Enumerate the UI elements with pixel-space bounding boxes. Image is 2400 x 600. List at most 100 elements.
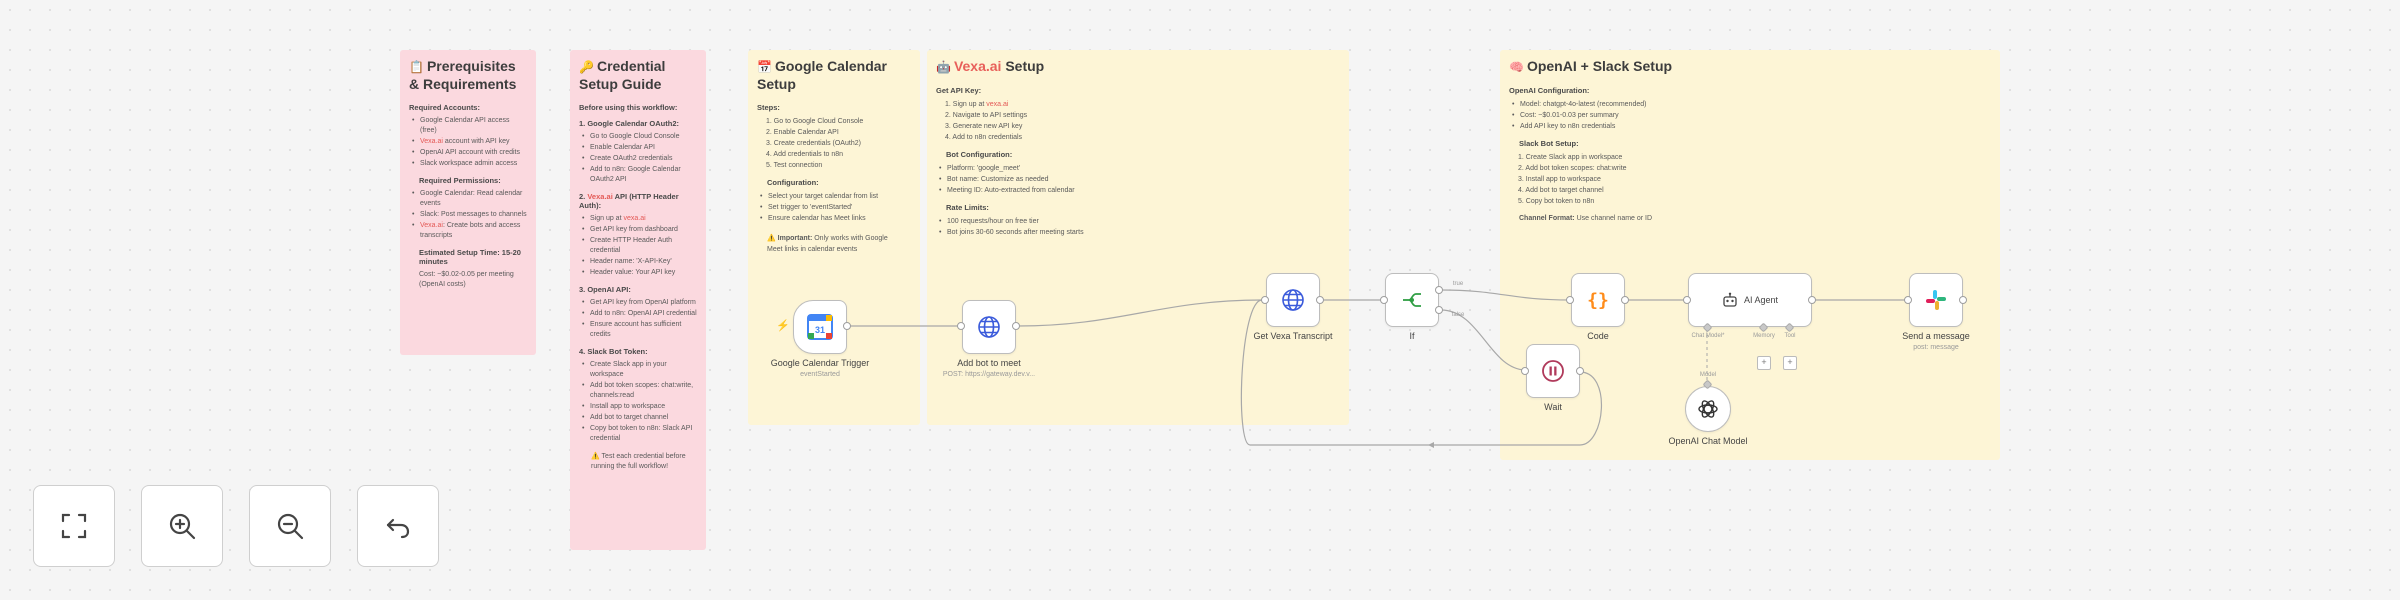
google-calendar-icon: 31: [807, 314, 833, 340]
input-handle[interactable]: [957, 322, 965, 330]
note-title: 🤖Vexa.ai Setup: [936, 58, 1045, 74]
output-handle[interactable]: [843, 322, 851, 330]
node-code[interactable]: {}: [1571, 273, 1625, 327]
input-handle[interactable]: [1683, 296, 1691, 304]
list-item: Add to n8n: OpenAI API credential: [579, 309, 697, 319]
node-if[interactable]: [1385, 273, 1439, 327]
svg-text:31: 31: [815, 325, 825, 335]
list-item: 1. Go to Google Cloud Console: [766, 118, 864, 125]
section-heading: OpenAI Configuration:: [1509, 85, 1590, 95]
node-openai-chat-model[interactable]: [1685, 386, 1731, 432]
list-item: Install app to workspace: [579, 402, 697, 412]
list-item: Enable Calendar API: [579, 143, 697, 153]
add-memory-button[interactable]: +: [1757, 356, 1771, 370]
list-item: Get API key from OpenAI platform: [579, 298, 697, 308]
warning-icon: ⚠️: [591, 453, 600, 460]
globe-icon: [1282, 289, 1304, 311]
list-item: Go to Google Cloud Console: [579, 132, 697, 142]
list-item: Ensure calendar has Meet links: [757, 213, 911, 224]
node-label: Send a message: [1902, 331, 1970, 341]
section-heading: Before using this workflow:: [579, 103, 678, 112]
node-wait[interactable]: [1526, 344, 1580, 398]
list-item: Ensure account has sufficient credits: [579, 320, 697, 340]
input-handle[interactable]: [1566, 296, 1574, 304]
input-handle[interactable]: [1261, 296, 1269, 304]
robot-icon: [1723, 292, 1737, 307]
output-handle[interactable]: [1959, 296, 1967, 304]
node-add-bot-to-meet[interactable]: [962, 300, 1016, 354]
connection-if-true-code: [1440, 289, 1571, 301]
output-handle-false[interactable]: [1435, 306, 1443, 314]
node-label: If: [1409, 331, 1415, 341]
list-item: Sign up at vexa.ai: [579, 214, 697, 224]
list-item: 1. Sign up at vexa.ai: [945, 100, 1009, 108]
list-item: Select your target calendar from list: [757, 191, 911, 202]
node-google-calendar-trigger[interactable]: 31: [793, 300, 847, 354]
list-item: 3. Generate new API key: [945, 122, 1023, 130]
list-item: 2. Navigate to API settings: [945, 111, 1028, 119]
port-label: Chat Model*: [1691, 333, 1725, 339]
output-handle[interactable]: [1621, 296, 1629, 304]
section-heading: 2. Vexa.ai API (HTTP Header Auth):: [579, 192, 679, 210]
connection-addbot-transcript: [1017, 299, 1263, 327]
list-item: 100 requests/hour on free tier: [936, 216, 1340, 227]
note-openai-slack-setup[interactable]: 🧠OpenAI + Slack Setup OpenAI Configurati…: [1500, 50, 2000, 460]
warning-icon: ⚠️: [767, 235, 776, 242]
undo-button[interactable]: [357, 485, 439, 567]
section-heading: 3. OpenAI API:: [579, 285, 631, 294]
input-handle[interactable]: [1521, 367, 1529, 375]
output-handle-true[interactable]: [1435, 286, 1443, 294]
list-item: Set trigger to 'eventStarted': [757, 202, 911, 213]
port-label: Memory: [1753, 333, 1775, 339]
output-handle[interactable]: [1576, 367, 1584, 375]
node-label: AI Agent: [1743, 295, 1779, 305]
output-handle[interactable]: [1012, 322, 1020, 330]
list-item: 5. Copy bot token to n8n: [1518, 197, 1595, 205]
section-heading: Get API Key:: [936, 85, 982, 95]
node-subtitle: POST: https://gateway.dev.v...: [942, 371, 1036, 378]
list-item: 2. Add bot token scopes: chat:write: [1518, 164, 1627, 172]
zoom-out-icon: [277, 513, 304, 540]
node-subtitle: eventStarted: [800, 371, 840, 378]
warning-text: ⚠️ Test each credential before running t…: [591, 453, 686, 470]
note-credential-guide[interactable]: 🔑Credential Setup Guide Before using thi…: [570, 50, 706, 550]
list-item: 3. Install app to workspace: [1518, 175, 1601, 183]
input-handle[interactable]: [1380, 296, 1388, 304]
zoom-out-button[interactable]: [249, 485, 331, 567]
list-item: Bot name: Customize as needed: [936, 174, 1340, 185]
output-handle[interactable]: [1808, 296, 1816, 304]
note-title: 🔑Credential Setup Guide: [579, 58, 666, 92]
openai-icon: [1698, 400, 1718, 418]
node-send-a-message[interactable]: [1909, 273, 1963, 327]
list-item: Add bot to target channel: [579, 413, 697, 423]
important-text: Meet links in calendar events: [767, 246, 858, 253]
section-heading: Required Accounts:: [409, 103, 480, 112]
list-item: 5. Test connection: [766, 162, 823, 169]
output-handle[interactable]: [1316, 296, 1324, 304]
list-item: OpenAI API account with credits: [409, 148, 527, 158]
note-vexa-setup[interactable]: 🤖Vexa.ai Setup Get API Key: 1. Sign up a…: [927, 50, 1349, 425]
code-braces-icon: {}: [1587, 290, 1609, 311]
loop-arrow: [1428, 442, 1434, 448]
fit-view-button[interactable]: [33, 485, 115, 567]
node-label: Get Vexa Transcript: [1253, 331, 1333, 341]
port-label-true: true: [1452, 281, 1464, 287]
list-item: 3. Create credentials (OAuth2): [766, 140, 861, 147]
list-item: Bot joins 30-60 seconds after meeting st…: [936, 227, 1340, 238]
port-label-false: false: [1451, 312, 1465, 318]
node-label: OpenAI Chat Model: [1668, 436, 1748, 446]
globe-icon: [978, 316, 1000, 338]
note-prerequisites[interactable]: 📋Prerequisites & Requirements Required A…: [400, 50, 536, 355]
list-item: 1. Create Slack app in workspace: [1518, 153, 1623, 161]
list-item: Cost: ~$0.01-0.03 per summary: [1509, 110, 1991, 121]
zoom-in-button[interactable]: [141, 485, 223, 567]
add-tool-button[interactable]: +: [1783, 356, 1797, 370]
note-google-calendar-setup[interactable]: 📅Google Calendar Setup Steps: 1. Go to G…: [748, 50, 920, 425]
fit-view-icon: [61, 513, 87, 539]
list-item: Slack: Post messages to channels: [409, 210, 527, 220]
list-item: 2. Enable Calendar API: [766, 129, 839, 136]
input-handle[interactable]: [1904, 296, 1912, 304]
node-get-vexa-transcript[interactable]: [1266, 273, 1320, 327]
list-item: Create OAuth2 credentials: [579, 154, 697, 164]
node-ai-agent[interactable]: AI Agent: [1688, 273, 1812, 327]
